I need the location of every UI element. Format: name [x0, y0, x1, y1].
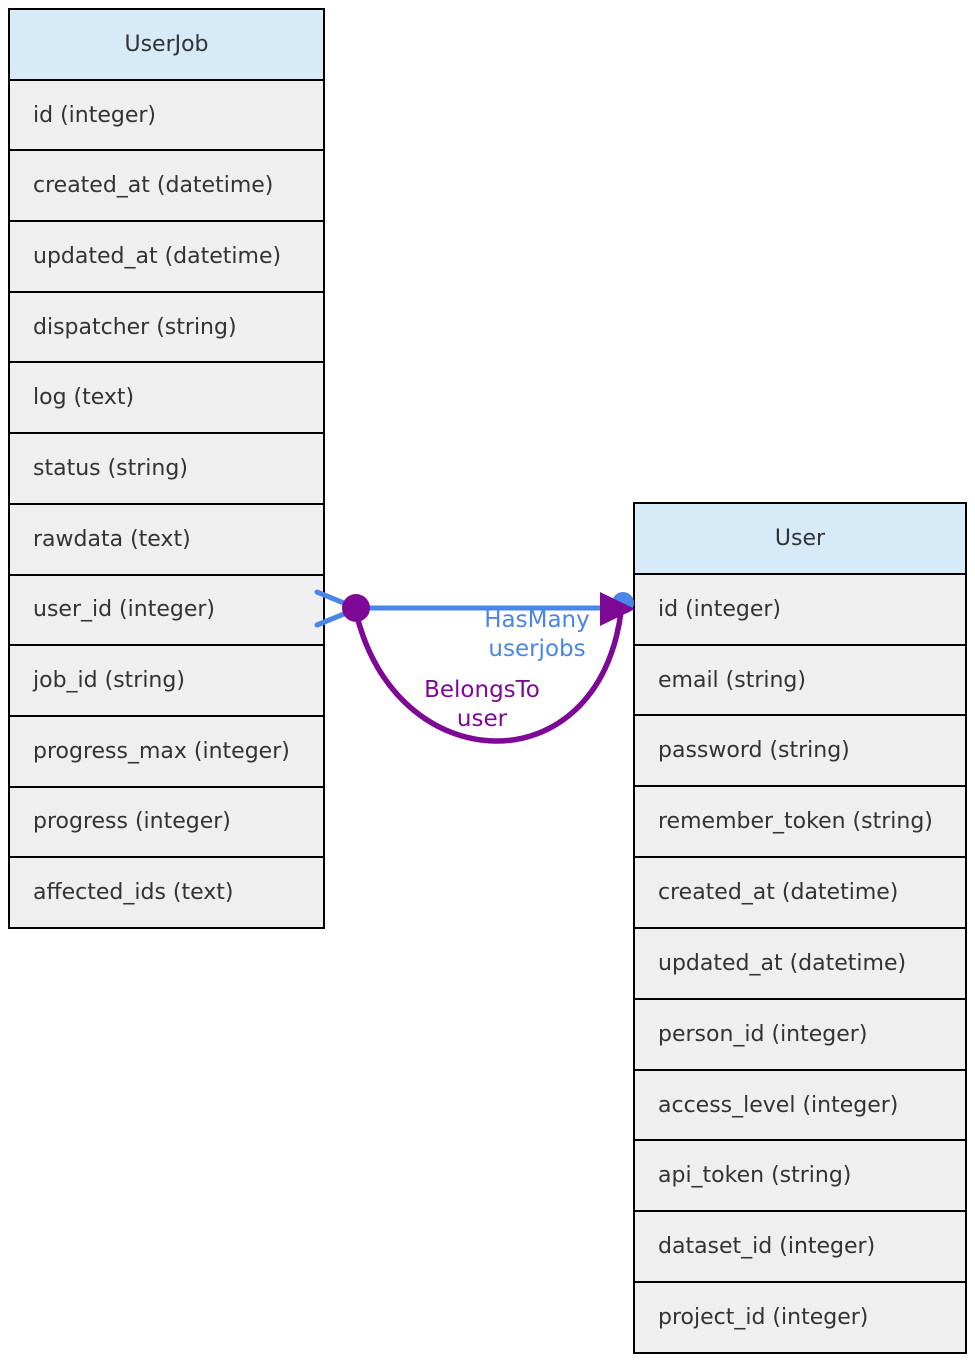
hasmany-relationship-label: HasMany userjobs — [427, 606, 647, 664]
belongsto-accessor-label: user — [456, 706, 508, 732]
column-cell: rawdata (text) — [10, 504, 323, 576]
belongsto-origin-dot — [342, 594, 370, 622]
column-cell: updated_at (datetime) — [10, 222, 323, 293]
column-cell: progress (integer) — [10, 787, 323, 859]
column-cell: user_id (integer) — [10, 575, 323, 647]
hasmany-type-label: HasMany — [484, 607, 590, 633]
user-table: User id (integer)email (string)password … — [633, 502, 967, 1354]
column-cell: api_token (string) — [635, 1141, 965, 1213]
column-cell: dataset_id (integer) — [635, 1212, 965, 1284]
hasmany-accessor-label: userjobs — [488, 636, 586, 662]
user-table-title: User — [635, 504, 965, 575]
column-cell: status (string) — [10, 434, 323, 505]
belongsto-relationship-label: BelongsTo user — [372, 676, 592, 734]
column-cell: dispatcher (string) — [10, 292, 323, 364]
column-cell: project_id (integer) — [635, 1283, 965, 1352]
belongsto-type-label: BelongsTo — [424, 677, 540, 703]
column-cell: password (string) — [635, 716, 965, 788]
column-cell: id (integer) — [10, 80, 323, 152]
column-cell: person_id (integer) — [635, 999, 965, 1071]
column-cell: progress_max (integer) — [10, 716, 323, 788]
column-cell: log (text) — [10, 363, 323, 435]
column-cell: created_at (datetime) — [635, 858, 965, 929]
column-cell: email (string) — [635, 645, 965, 717]
userjob-table: UserJob id (integer)created_at (datetime… — [8, 8, 325, 929]
column-cell: access_level (integer) — [635, 1070, 965, 1142]
column-cell: id (integer) — [635, 574, 965, 646]
column-cell: job_id (string) — [10, 646, 323, 717]
column-cell: affected_ids (text) — [10, 858, 323, 927]
userjob-table-title: UserJob — [10, 10, 323, 81]
column-cell: remember_token (string) — [635, 787, 965, 859]
column-cell: updated_at (datetime) — [635, 928, 965, 1000]
column-cell: created_at (datetime) — [10, 151, 323, 223]
